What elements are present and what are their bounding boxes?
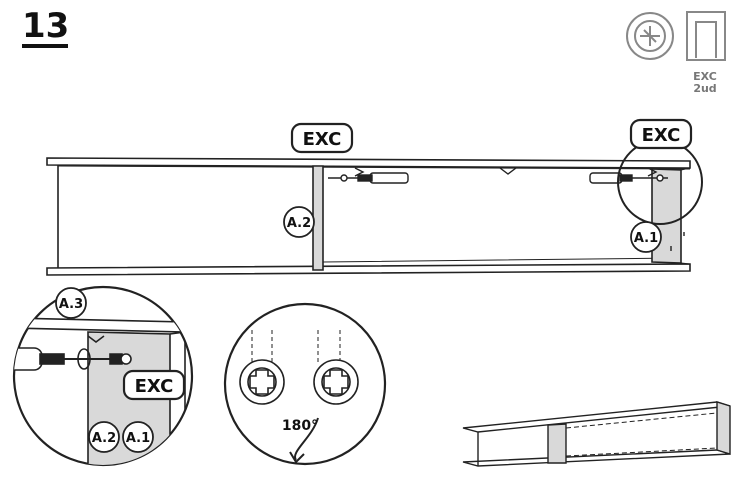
quantity-count: 2ud bbox=[693, 82, 717, 95]
detail-circle-screwing: A.3 EXC A.2 A.1 bbox=[12, 285, 194, 467]
rotation-angle-label: 180° bbox=[282, 418, 318, 434]
screwdriver-left bbox=[328, 167, 409, 184]
step-number-underline bbox=[22, 44, 68, 48]
cabinet-side-icon bbox=[686, 11, 726, 61]
label-a2-detail: A.2 bbox=[88, 421, 120, 453]
detail-circle-cam-rotation: 180° bbox=[223, 302, 387, 466]
label-a2-main: A.2 bbox=[283, 206, 315, 238]
cabinet-bottom-board bbox=[46, 263, 691, 276]
cam-marker-center bbox=[499, 167, 517, 175]
quantity-code: EXC bbox=[693, 70, 717, 83]
exc-callout-detail: EXC bbox=[122, 369, 186, 401]
step-number: 13 bbox=[22, 6, 70, 46]
divider-panel-a2 bbox=[312, 165, 324, 271]
screwdriver-right bbox=[589, 167, 668, 184]
svg-text:A.1: A.1 bbox=[126, 431, 150, 446]
label-a1-detail: A.1 bbox=[122, 421, 154, 453]
cabinet-overview-mini bbox=[462, 401, 731, 467]
cam-lock-left-icon bbox=[239, 359, 285, 405]
svg-text:A.2: A.2 bbox=[287, 216, 311, 231]
cabinet-main bbox=[46, 157, 691, 276]
svg-text:EXC: EXC bbox=[642, 125, 681, 146]
svg-text:A.1: A.1 bbox=[634, 231, 658, 246]
svg-text:A.3: A.3 bbox=[59, 297, 83, 312]
svg-text:EXC: EXC bbox=[135, 376, 174, 397]
rotation-arrow-icon bbox=[294, 417, 319, 461]
label-a3-detail: A.3 bbox=[55, 287, 87, 319]
exc-callout-left: EXC bbox=[290, 122, 354, 154]
exc-callout-right: EXC bbox=[629, 118, 693, 150]
eccentric-cam-icon bbox=[626, 12, 674, 60]
cam-lock-right-icon bbox=[313, 359, 359, 405]
label-a1-main: A.1 bbox=[630, 221, 662, 253]
svg-text:EXC: EXC bbox=[303, 129, 342, 150]
quantity-label: EXC 2ud bbox=[683, 71, 727, 95]
svg-text:A.2: A.2 bbox=[92, 431, 116, 446]
